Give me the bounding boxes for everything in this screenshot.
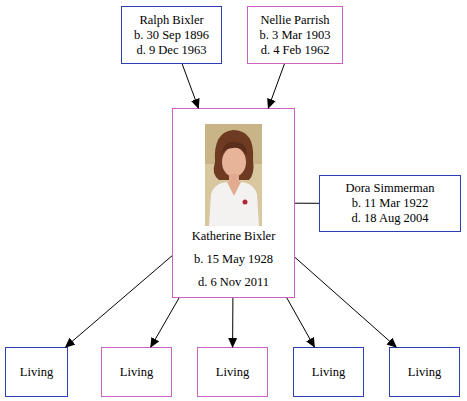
person-name: Living	[408, 365, 441, 380]
person-name: Dora Simmerman	[345, 181, 434, 196]
portrait-photo	[205, 124, 262, 226]
death-date: d. 18 Aug 2004	[351, 211, 428, 226]
descent-arrow	[151, 298, 179, 347]
descent-arrow	[268, 64, 284, 108]
person-name: Ralph Bixler	[139, 13, 203, 28]
person-name: Living	[20, 365, 53, 380]
child-box: Living	[101, 347, 172, 397]
child-box: Living	[5, 347, 68, 397]
person-name: Katherine Bixler	[192, 225, 276, 248]
birth-date: b. 11 Mar 1922	[352, 196, 429, 211]
person-box: Nellie Parrishb. 3 Mar 1903d. 4 Feb 1962	[247, 6, 343, 64]
spouse-box: Dora Simmermanb. 11 Mar 1922d. 18 Aug 20…	[319, 175, 461, 232]
death-date: d. 4 Feb 1962	[261, 43, 330, 58]
death-date: d. 6 Nov 2011	[198, 271, 269, 294]
spouse-line	[295, 203, 319, 204]
birth-date: b. 30 Sep 1896	[134, 28, 209, 43]
descent-arrow	[287, 298, 315, 347]
descent-arrow	[66, 256, 172, 347]
descent-arrow	[232, 298, 233, 347]
descent-arrow	[182, 64, 198, 108]
person-name: Nellie Parrish	[260, 13, 329, 28]
child-box: Living	[293, 347, 364, 397]
child-box: Living	[389, 347, 460, 397]
person-name: Living	[312, 365, 345, 380]
person-box: Ralph Bixlerb. 30 Sep 1896d. 9 Dec 1963	[121, 6, 222, 64]
person-name: Living	[120, 365, 153, 380]
death-date: d. 9 Dec 1963	[136, 43, 206, 58]
person-name: Living	[216, 365, 249, 380]
birth-date: b. 3 Mar 1903	[260, 28, 331, 43]
birth-date: b. 15 May 1928	[194, 248, 273, 271]
descent-arrow	[295, 257, 396, 347]
child-box: Living	[197, 347, 268, 397]
